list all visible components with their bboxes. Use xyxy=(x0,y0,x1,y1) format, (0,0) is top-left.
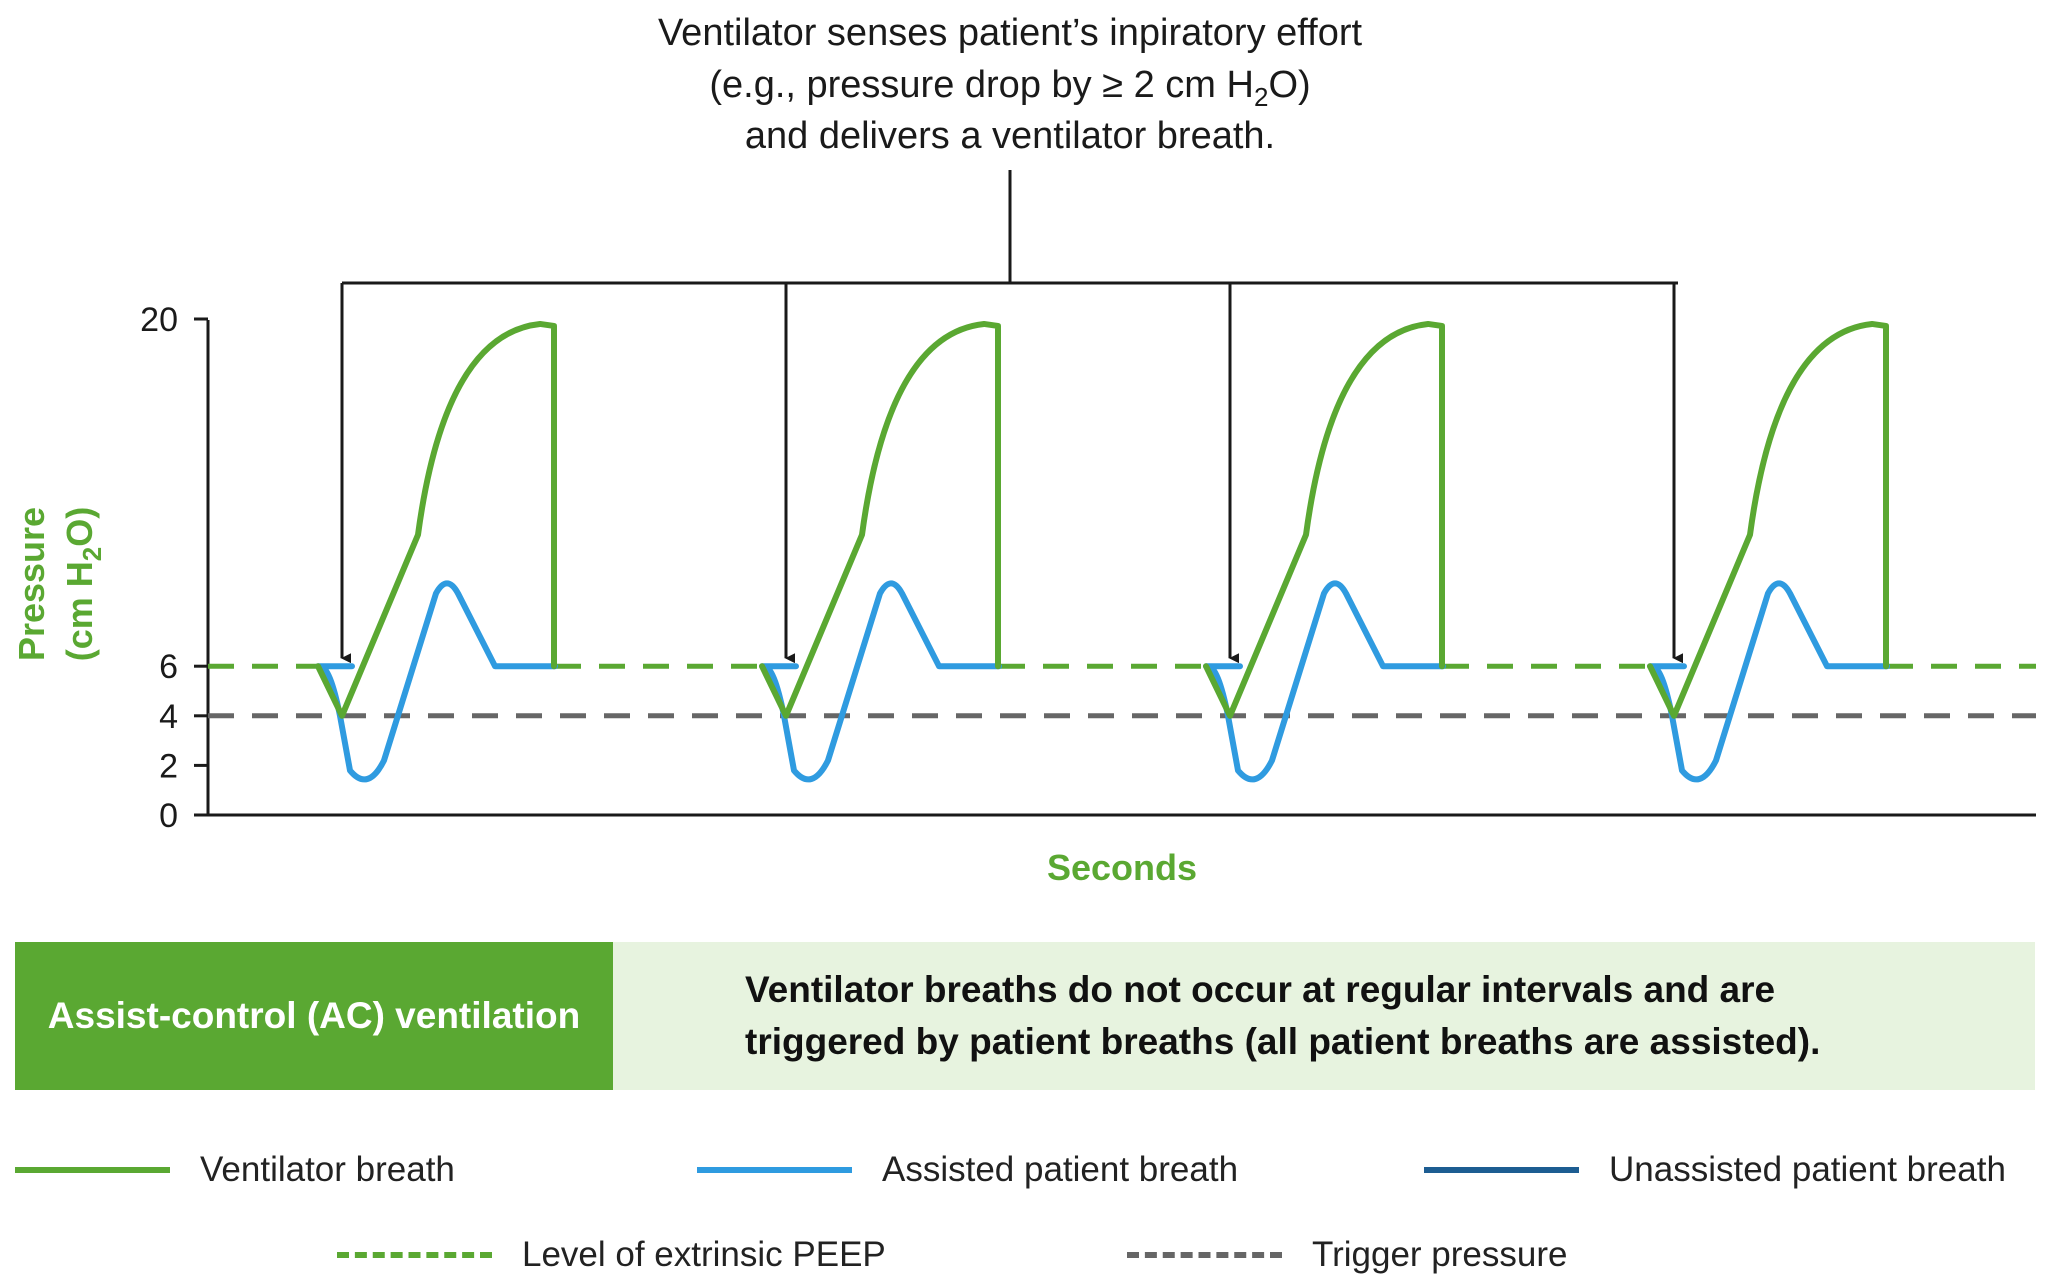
y-tick-label: 4 xyxy=(159,698,178,736)
assisted-patient-breath xyxy=(1647,580,1890,783)
mode-label-banner: Assist-control (AC) ventilation xyxy=(15,942,613,1090)
callout-bracket xyxy=(342,170,1678,285)
y-axis-title-line-2: (cm H2O) xyxy=(59,507,107,662)
assisted-patient-breath xyxy=(1203,580,1446,783)
annotation-line-1: Ventilator senses patient’s inpiratory e… xyxy=(658,12,1363,54)
mode-description-line-2: triggered by patient breaths (all patien… xyxy=(745,1021,1821,1062)
x-axis-title: Seconds xyxy=(1047,847,1197,888)
annotation-line-3: and delivers a ventilator breath. xyxy=(745,115,1275,157)
legend-label: Assisted patient breath xyxy=(882,1150,1239,1189)
legend-item-trigger-pressure: Trigger pressure xyxy=(1127,1235,1567,1275)
ventilator-breath xyxy=(1647,320,1889,719)
trigger-pressure-swatch xyxy=(1127,1252,1282,1258)
mode-description-banner: Ventilator breaths do not occur at regul… xyxy=(613,942,2035,1090)
legend-item-ventilator-breath: Ventilator breath xyxy=(15,1150,455,1190)
legend-item-assisted-patient-breath: Assisted patient breath xyxy=(697,1150,1238,1190)
y-axis-ticks: 0 2 4 6 20 xyxy=(140,301,208,835)
ventilator-breath xyxy=(315,320,557,719)
mode-label: Assist-control (AC) ventilation xyxy=(47,995,581,1036)
legend-label: Ventilator breath xyxy=(200,1150,455,1189)
assisted-patient-breath-swatch xyxy=(697,1167,852,1173)
y-tick-label: 6 xyxy=(159,648,178,686)
y-tick-label: 2 xyxy=(159,747,178,785)
legend-label: Level of extrinsic PEEP xyxy=(522,1235,886,1274)
ventilator-breath xyxy=(1203,320,1445,719)
breath-waveforms xyxy=(315,320,1890,783)
legend-label: Trigger pressure xyxy=(1312,1235,1568,1274)
callout-arrows xyxy=(340,283,1683,664)
ac-ventilation-diagram: Ventilator senses patient’s inpiratory e… xyxy=(11,12,2036,888)
mode-description-line-1: Ventilator breaths do not occur at regul… xyxy=(745,969,1776,1010)
legend-label: Unassisted patient breath xyxy=(1609,1150,2006,1189)
assisted-patient-breath xyxy=(315,580,558,783)
y-tick-label: 20 xyxy=(140,301,178,339)
legend-item-extrinsic-peep: Level of extrinsic PEEP xyxy=(337,1235,886,1275)
y-axis-title-line-1: Pressure xyxy=(11,507,52,661)
legend-item-unassisted-patient-breath: Unassisted patient breath xyxy=(1424,1150,2006,1190)
unassisted-patient-breath-swatch xyxy=(1424,1167,1579,1173)
ventilator-breath-swatch xyxy=(15,1167,170,1173)
y-tick-label: 0 xyxy=(159,797,178,835)
extrinsic-peep-swatch xyxy=(337,1252,492,1258)
annotation-line-2: (e.g., pressure drop by ≥ 2 cm H2O) xyxy=(709,64,1310,112)
ventilator-breath xyxy=(759,320,1001,719)
assisted-patient-breath xyxy=(759,580,1002,783)
